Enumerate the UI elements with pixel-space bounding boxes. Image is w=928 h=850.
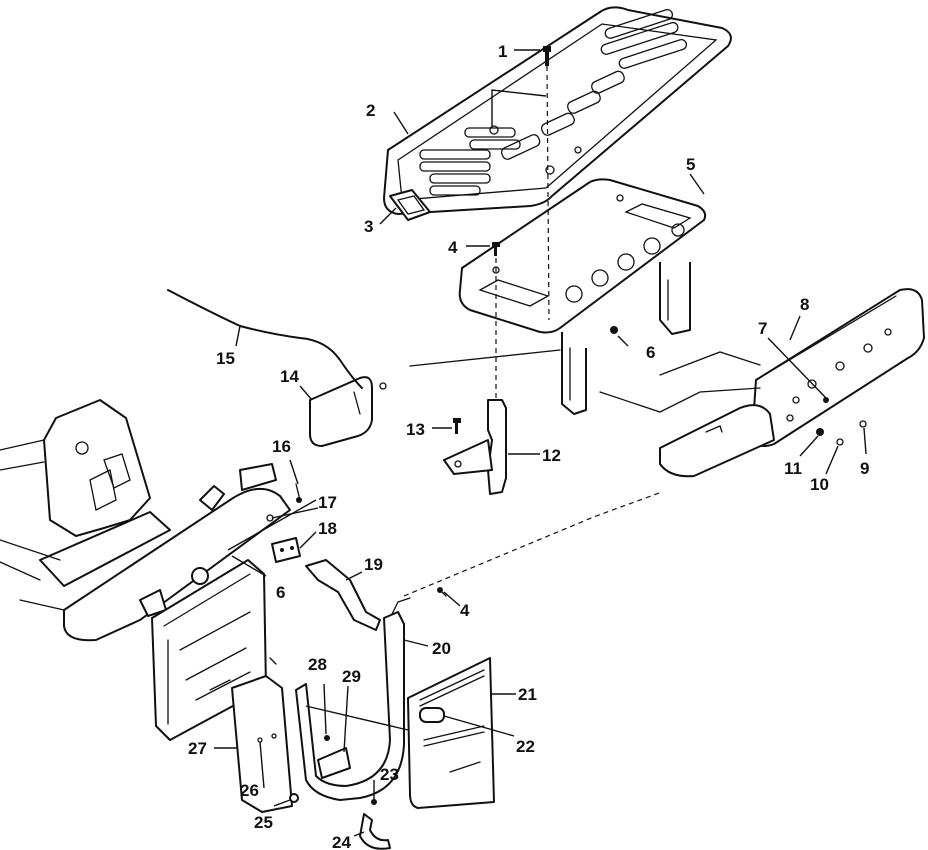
nut-upper xyxy=(610,326,618,334)
callout-8: 8 xyxy=(800,295,809,314)
leader-lines xyxy=(214,49,867,837)
callout-21: 21 xyxy=(518,685,537,704)
flap-clip xyxy=(419,707,445,723)
lock-nut xyxy=(816,428,824,436)
headlight xyxy=(309,376,387,447)
front-bracket-plate xyxy=(458,178,707,415)
callout-6b: 6 xyxy=(276,583,285,602)
fastener-28 xyxy=(324,735,330,741)
callout-27: 27 xyxy=(188,739,207,758)
bolt xyxy=(543,46,551,66)
callout-3: 3 xyxy=(364,217,373,236)
callout-12: 12 xyxy=(542,446,561,465)
bolt-part7 xyxy=(823,397,829,403)
fastener-set xyxy=(266,483,302,563)
callout-26: 26 xyxy=(240,781,259,800)
callout-23: 23 xyxy=(380,765,399,784)
rack-clip xyxy=(389,189,431,221)
callout-18: 18 xyxy=(318,519,337,538)
callout-14: 14 xyxy=(280,367,299,386)
callout-15: 15 xyxy=(216,349,235,368)
mud-flap xyxy=(407,657,495,809)
callout-labels: 1 2 3 4 5 6 7 8 9 10 11 12 13 14 15 16 1… xyxy=(188,42,869,850)
frame-loop xyxy=(295,597,411,801)
upper-screw xyxy=(492,242,500,256)
callout-19: 19 xyxy=(364,555,383,574)
callout-20: 20 xyxy=(432,639,451,658)
front-bumper xyxy=(659,288,925,478)
callout-17: 17 xyxy=(318,493,337,512)
callout-2: 2 xyxy=(366,101,375,120)
callout-24: 24 xyxy=(332,833,351,850)
callout-11: 11 xyxy=(784,459,802,478)
callout-1: 1 xyxy=(498,42,507,61)
callout-10: 10 xyxy=(810,475,829,494)
callout-28: 28 xyxy=(308,655,327,674)
callout-13: 13 xyxy=(406,420,425,439)
rivet xyxy=(371,799,377,805)
bracket xyxy=(443,399,507,495)
callout-29: 29 xyxy=(342,667,361,686)
nut-25 xyxy=(289,793,299,803)
side-plate xyxy=(231,675,293,813)
alignment-lines xyxy=(403,65,663,597)
small-bolt xyxy=(836,438,844,446)
wire-harness xyxy=(167,289,363,389)
callout-4: 4 xyxy=(448,238,458,257)
washer xyxy=(859,420,867,428)
callout-6: 6 xyxy=(646,343,655,362)
callout-9: 9 xyxy=(860,459,869,478)
tow-hook xyxy=(359,813,391,850)
callout-22: 22 xyxy=(516,737,535,756)
callout-25: 25 xyxy=(254,813,273,832)
callout-4b: 4 xyxy=(460,601,470,620)
callout-7: 7 xyxy=(758,319,767,338)
plate-29 xyxy=(317,747,351,779)
vehicle-frame xyxy=(0,399,291,642)
support-bracket xyxy=(305,559,381,631)
bumper-frame-outline xyxy=(409,349,761,413)
front-rack xyxy=(383,6,732,215)
screw xyxy=(453,418,461,434)
lower-screw xyxy=(437,587,447,597)
callout-16: 16 xyxy=(272,437,291,456)
callout-5: 5 xyxy=(686,155,695,174)
